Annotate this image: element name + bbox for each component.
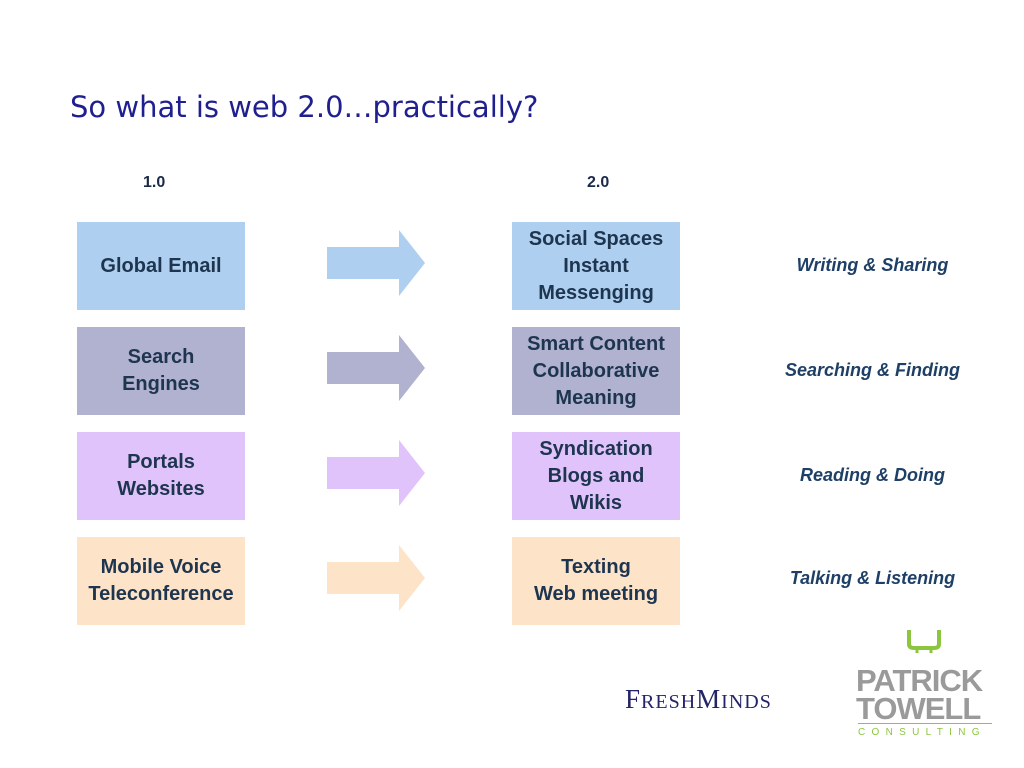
row-description-3: Reading & Doing bbox=[800, 465, 945, 485]
arrow-right-icon bbox=[327, 230, 425, 296]
row-description-2: Searching & Finding bbox=[784, 360, 960, 380]
box-2-0-row-2: Smart Content Collaborative Meaning bbox=[512, 327, 680, 415]
box-1-0-row-3: Portals Websites bbox=[77, 432, 245, 520]
chair-icon bbox=[907, 630, 941, 653]
box-2-0-row-3: Syndication Blogs and Wikis bbox=[512, 432, 680, 520]
arrow-right-icon bbox=[327, 440, 425, 506]
box-2-0-row-1: Social Spaces Instant Messenging bbox=[512, 222, 680, 310]
box-1-0-row-4: Mobile Voice Teleconference bbox=[77, 537, 245, 625]
arrow-right-icon bbox=[327, 335, 425, 401]
slide-title: So what is web 2.0…practically? bbox=[70, 90, 539, 124]
box-1-0-row-2: Search Engines bbox=[77, 327, 245, 415]
box-2-0-row-4: Texting Web meeting bbox=[512, 537, 680, 625]
patrick-towell-consulting-logo: PATRICK TOWELL CONSULTING bbox=[856, 628, 996, 743]
row-description-1: Writing & Sharing bbox=[796, 255, 949, 275]
freshminds-logo: FRESHMINDS bbox=[625, 684, 772, 714]
column-header-2-0: 2.0 bbox=[587, 174, 610, 191]
box-1-0-row-1: Global Email bbox=[77, 222, 245, 310]
row-description-4: Talking & Listening bbox=[789, 568, 956, 588]
column-header-1-0: 1.0 bbox=[143, 174, 166, 191]
arrow-right-icon bbox=[327, 545, 425, 611]
